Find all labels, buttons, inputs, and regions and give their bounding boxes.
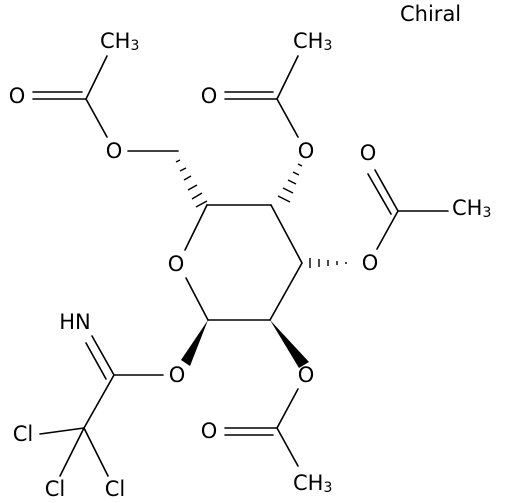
chlorine-1: Cl [13,422,34,446]
methyl-c3: CH3 [452,196,491,221]
ester-oxygen-c3: O [362,251,379,275]
acetoxy-group-c3: O O CH3 [309,141,491,275]
chlorine-2: Cl [45,477,66,501]
ester-oxygen-c2: O [298,363,315,387]
wedge-bond-c2 [270,320,309,368]
hashed-bond-c4 [277,163,303,203]
carbonyl-oxygen-c6: O [9,84,26,108]
hashed-bond-c3 [309,258,347,268]
carbonyl-oxygen-c2: O [201,419,218,443]
methyl-c6: CH3 [100,29,139,54]
wedge-bond-c1 [181,320,208,366]
chlorine-3: Cl [105,477,126,501]
pyranose-ring: O [168,204,303,321]
trichloroacetimidate-group: O HN Cl Cl Cl [13,310,208,501]
carbonyl-oxygen-c4: O [201,84,218,108]
hashed-bond-c5 [175,159,208,208]
acetoxy-group-c2: O O CH3 [201,320,332,496]
anomeric-oxygen: O [169,363,186,387]
chiral-label: Chiral [400,2,461,26]
acetoxy-group-c4: O O CH3 [201,29,332,203]
methyl-c2: CH3 [293,471,332,496]
ester-oxygen-c4: O [298,139,315,163]
imine-nh: HN [59,310,91,334]
ring-oxygen: O [168,252,185,276]
carbonyl-oxygen-c3: O [360,141,377,165]
methyl-c4: CH3 [293,29,332,54]
ester-oxygen-c6: O [106,139,123,163]
acetoxymethyl-group: O O CH3 [9,29,208,208]
